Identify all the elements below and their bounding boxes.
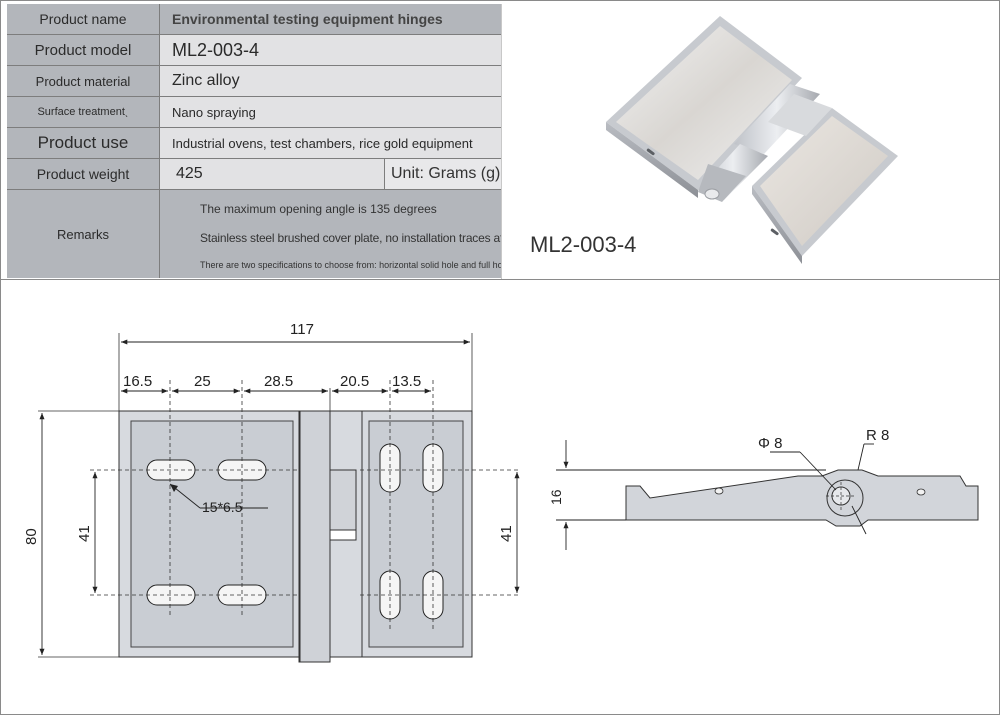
- dim-pin-diameter: Φ 8: [758, 435, 782, 452]
- left-plate-cover: [616, 26, 792, 180]
- side-hole: [714, 487, 724, 495]
- right-plate-edge: [752, 186, 802, 264]
- section-divider: [0, 279, 1000, 280]
- value-surface-treatment: Nano spraying: [160, 97, 501, 127]
- remark-line-2: Stainless steel brushed cover plate, no …: [200, 231, 574, 245]
- side-hole: [916, 488, 926, 496]
- dim-total-width: 117: [290, 321, 314, 338]
- hinge-knuckle-link: [768, 94, 832, 136]
- dim-side-height: 16: [548, 489, 564, 505]
- spec-table: Product name Environmental testing equip…: [7, 4, 574, 278]
- right-plate-cover: [760, 116, 888, 246]
- front-left-cover: [130, 420, 294, 648]
- front-knuckle-bar: [299, 410, 331, 663]
- label-product-model: Product model: [7, 35, 160, 65]
- label-product-use: Product use: [7, 128, 160, 158]
- photo-model-caption: ML2-003-4: [530, 232, 636, 257]
- row-product-use: Product use Industrial ovens, test chamb…: [7, 128, 501, 159]
- value-product-material: Zinc alloy: [160, 66, 501, 96]
- remark-line-3: There are two specifications to choose f…: [200, 260, 552, 270]
- dim-hole-spacing-right: 41: [498, 525, 515, 542]
- value-product-name: Environmental testing equipment hinges: [160, 4, 501, 34]
- row-product-material: Product material Zinc alloy: [7, 66, 501, 97]
- column-divider: [501, 4, 502, 279]
- front-knuckle-right: [329, 410, 363, 658]
- label-surface-treatment: Surface treatmentˎ: [7, 97, 160, 127]
- row-product-name: Product name Environmental testing equip…: [7, 4, 501, 35]
- row-remarks: Remarks The maximum opening angle is 135…: [7, 190, 574, 278]
- dim-d2: 25: [194, 373, 211, 390]
- pin-end-icon: [704, 188, 720, 200]
- edge-slot-right: [770, 228, 779, 236]
- drawing-svg: 117 16.5 25 28.5 20.5 13.5 15*6.5 80 41 …: [23, 321, 979, 663]
- weight-unit: Unit: Grams (g): [384, 159, 511, 189]
- dim-d3: 28.5: [264, 373, 293, 390]
- technical-drawing: 117 16.5 25 28.5 20.5 13.5 15*6.5 80 41 …: [0, 281, 1000, 713]
- dim-height: 80: [23, 528, 40, 545]
- hinge-render: ML2-003-4: [530, 16, 898, 264]
- label-product-weight: Product weight: [7, 159, 160, 189]
- dim-d1: 16.5: [123, 373, 152, 390]
- product-photo: ML2-003-4: [502, 4, 996, 278]
- remark-line-1: The maximum opening angle is 135 degrees: [200, 202, 437, 216]
- remarks-box: The maximum opening angle is 135 degrees…: [160, 190, 574, 278]
- leader-arrow-icon: [170, 484, 178, 492]
- label-product-name: Product name: [7, 4, 160, 34]
- label-remarks: Remarks: [7, 190, 160, 278]
- dim-radius: R 8: [866, 427, 889, 444]
- row-surface-treatment: Surface treatmentˎ Nano spraying: [7, 97, 501, 128]
- dim-slot-size: 15*6.5: [202, 499, 243, 515]
- label-product-material: Product material: [7, 66, 160, 96]
- dim-hole-spacing-left: 41: [76, 525, 93, 542]
- value-product-use: Industrial ovens, test chambers, rice go…: [160, 128, 501, 158]
- dim-d4: 20.5: [340, 373, 369, 390]
- left-plate-edge: [606, 122, 698, 198]
- row-product-weight: Product weight 425 Unit: Grams (g): [7, 159, 511, 190]
- dim-d5: 13.5: [392, 373, 421, 390]
- value-product-model: ML2-003-4: [160, 35, 501, 65]
- row-product-model: Product model ML2-003-4: [7, 35, 501, 66]
- side-view-body: [625, 469, 979, 527]
- edge-slot-left: [646, 148, 655, 156]
